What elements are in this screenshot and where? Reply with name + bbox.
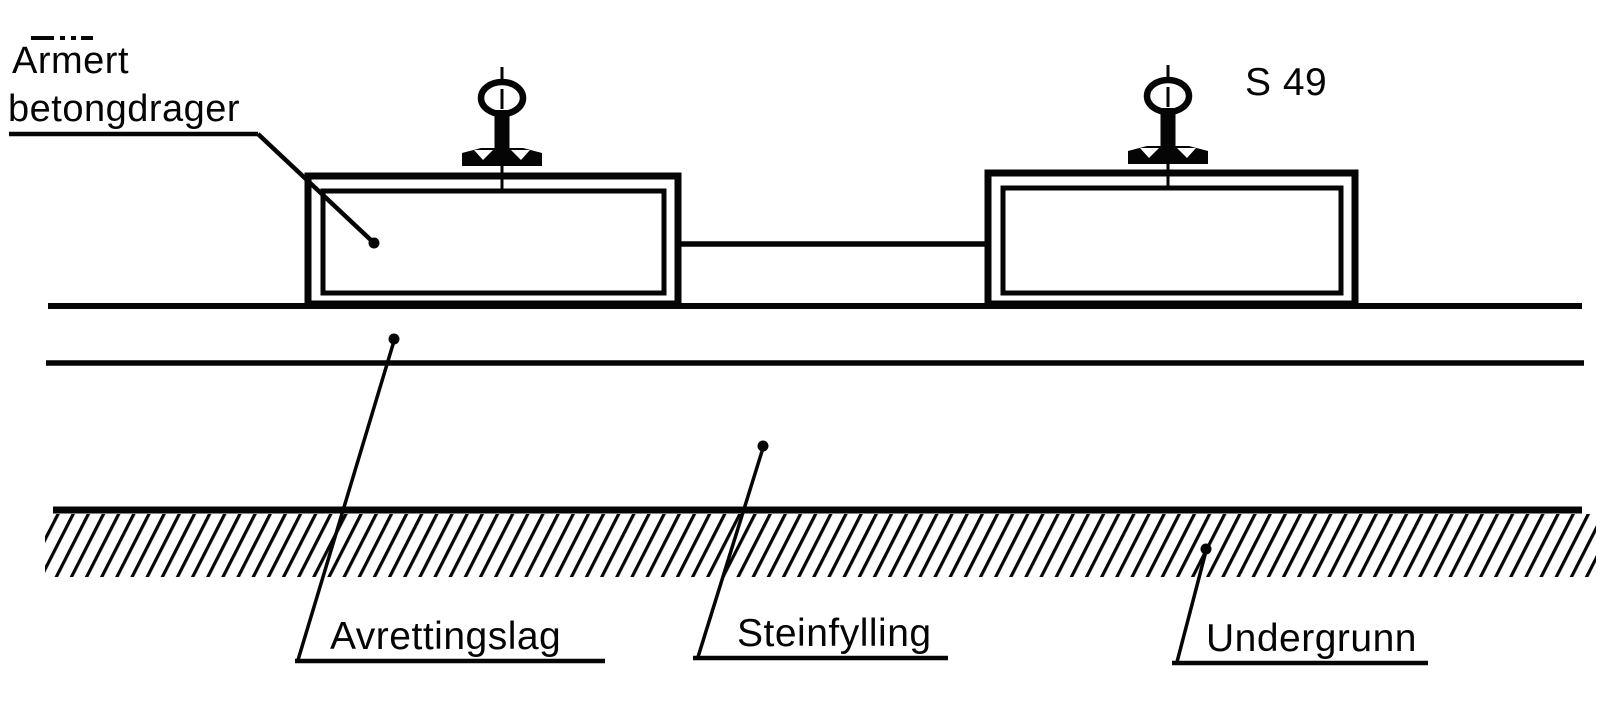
leveling-layer-leader [295,333,605,664]
stone-fill-label: Steinfylling [737,612,932,655]
subgrade-leader [1172,543,1428,666]
left-concrete-beam [304,172,682,308]
rail-section-icon-left [462,67,542,190]
beam-label-line2: betongdrager [8,88,240,130]
beam-leader-line [256,132,376,245]
leveling-layer-leader-line [296,340,396,661]
right-beam-inner-rect [1000,185,1344,296]
subgrade-leader-line [1175,550,1208,663]
left-beam-inner-rect [320,188,667,296]
leveling-layer-leader-dot [388,333,400,345]
stone-fill-leader-line [696,447,765,658]
leveling-layer-label: Avrettingslag [330,615,561,658]
stone-fill-leader [693,440,948,661]
subgrade-hatch-band [45,514,1596,577]
right-concrete-beam [984,169,1359,308]
beam-leader-dot [368,237,380,249]
rail-type-label: S 49 [1245,61,1327,104]
beam-label-line1: Armert [12,40,129,82]
subgrade-leader-dot [1200,543,1212,555]
stone-fill-leader-dot [757,440,769,452]
subgrade-label: Undergrunn [1206,617,1417,660]
